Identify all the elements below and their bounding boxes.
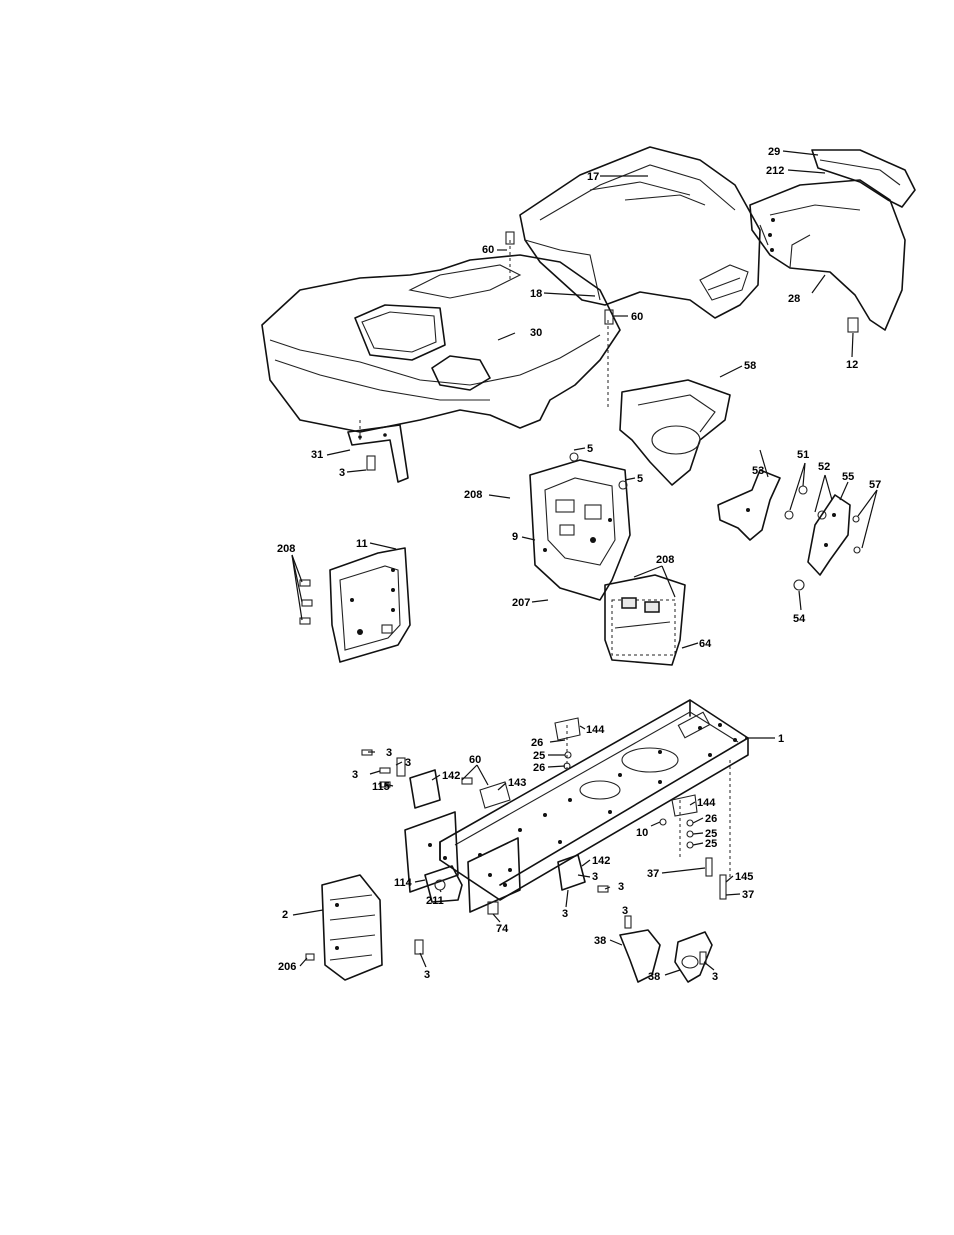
spring-57b (854, 547, 860, 553)
callout-10: 10 (636, 827, 648, 839)
callout-212: 212 (766, 165, 784, 177)
grille-housing-part (750, 180, 905, 330)
callout-60-top: 60 (482, 244, 494, 256)
callout-143: 143 (508, 777, 526, 789)
callout-3-e: 3 (618, 881, 624, 893)
callout-2: 2 (282, 909, 288, 921)
callout-5-a: 5 (587, 443, 593, 455)
lever-part (808, 495, 850, 575)
upper-callouts: 17 29 212 60 18 28 60 30 12 58 31 3 5 5 … (277, 146, 881, 650)
callout-207: 207 (512, 597, 530, 609)
dash-panel-part (530, 460, 630, 600)
bracket-144-upper (555, 718, 580, 740)
callout-51: 51 (797, 449, 809, 461)
seat-bracket-part (348, 425, 408, 482)
callout-38-right: 38 (648, 971, 660, 983)
callout-3-g: 3 (424, 969, 430, 981)
shroud-part (620, 380, 730, 485)
callout-28: 28 (788, 293, 800, 305)
bolt-3-seat (367, 456, 375, 470)
spring-57a (853, 516, 859, 522)
callout-58: 58 (744, 360, 756, 372)
bracket-142-left (410, 770, 440, 808)
callout-25-upper: 25 (533, 750, 545, 762)
side-panel-part (330, 548, 410, 662)
callout-144-right: 144 (697, 797, 716, 809)
callout-3-i: 3 (712, 971, 718, 983)
grille-part (812, 150, 915, 207)
dash-lower-bracket-part (605, 575, 685, 665)
callout-3-a: 3 (386, 747, 392, 759)
callout-18: 18 (530, 288, 542, 300)
body-pan-part (262, 240, 620, 440)
callout-26-mid: 26 (533, 762, 545, 774)
callout-3-c: 3 (352, 769, 358, 781)
nut-51b (799, 486, 807, 494)
callout-60-mid: 60 (631, 311, 643, 323)
callout-208-right: 208 (656, 554, 674, 566)
callout-114: 114 (394, 877, 413, 889)
upper-leader-lines (292, 151, 877, 648)
knob-54 (794, 580, 804, 590)
upper-exploded-view: 17 29 212 60 18 28 60 30 12 58 31 3 5 5 … (262, 146, 915, 665)
bolt-12 (848, 318, 858, 332)
callout-208-left: 208 (277, 543, 295, 555)
callout-145: 145 (735, 871, 753, 883)
callout-206: 206 (278, 961, 296, 973)
lower-callouts: 1 144 26 25 26 3 3 3 142 60 115 143 144 … (278, 724, 784, 983)
callout-17: 17 (587, 171, 599, 183)
callout-3-f-mid: 3 (562, 908, 568, 920)
front-plate-right (468, 838, 520, 912)
callout-37-right: 37 (742, 889, 754, 901)
callout-57: 57 (869, 479, 881, 491)
bracket-142-right (558, 855, 585, 890)
callout-60-lower: 60 (469, 754, 481, 766)
callout-142-left: 142 (442, 770, 460, 782)
nut-51 (785, 511, 793, 519)
callout-54: 54 (793, 613, 806, 625)
callout-3-d: 3 (592, 871, 598, 883)
callout-3-b: 3 (405, 757, 411, 769)
callout-1: 1 (778, 733, 784, 745)
front-plate-left (405, 812, 458, 892)
callout-55: 55 (842, 471, 854, 483)
callout-12: 12 (846, 359, 858, 371)
callout-26-upper: 26 (531, 737, 543, 749)
linkage-plate-part (718, 470, 780, 540)
callout-53: 53 (752, 465, 764, 477)
callout-3-upper: 3 (339, 467, 345, 479)
callout-30: 30 (530, 327, 542, 339)
callout-208-mid: 208 (464, 489, 482, 501)
callout-211: 211 (426, 895, 444, 907)
callout-38-left: 38 (594, 935, 606, 947)
callout-37-left: 37 (647, 868, 659, 880)
callout-144-upper: 144 (586, 724, 605, 736)
callout-74: 74 (496, 923, 509, 935)
callout-11: 11 (356, 538, 368, 550)
hood-part (520, 147, 760, 318)
front-lower-plate-part (322, 875, 382, 980)
callout-26-right: 26 (705, 813, 717, 825)
callout-52: 52 (818, 461, 830, 473)
callout-25-right-b: 25 (705, 838, 717, 850)
nut-5a (570, 453, 578, 461)
callout-142-right: 142 (592, 855, 610, 867)
callout-64: 64 (699, 638, 712, 650)
lower-exploded-view: 1 144 26 25 26 3 3 3 142 60 115 143 144 … (278, 700, 784, 983)
callout-29: 29 (768, 146, 780, 158)
callout-3-h: 3 (622, 905, 628, 917)
callout-5-b: 5 (637, 473, 643, 485)
callout-31: 31 (311, 449, 323, 461)
callout-115: 115 (372, 781, 390, 793)
callout-9: 9 (512, 531, 518, 543)
